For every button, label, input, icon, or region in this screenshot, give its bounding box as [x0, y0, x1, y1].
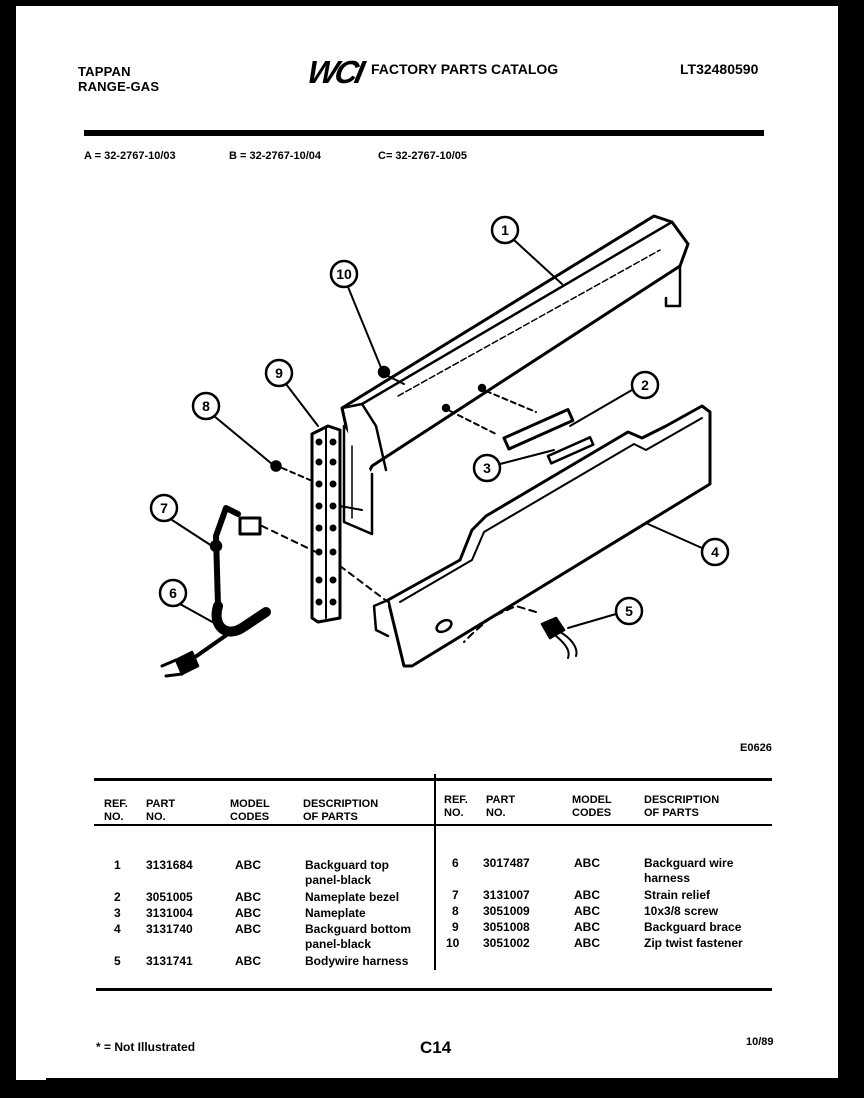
model-number: LT32480590: [680, 61, 759, 77]
part-bodywire-harness: [463, 605, 578, 659]
callout-1: 1: [501, 222, 509, 238]
catalog-title: FACTORY PARTS CATALOG: [371, 61, 559, 77]
header-rule: [84, 130, 764, 136]
exploded-parts-diagram: 1 10 2 3 4 5 9 8 7 6: [149, 214, 730, 678]
brand-block: TAPPAN RANGE-GAS: [78, 64, 159, 94]
callout-8: 8: [202, 398, 210, 414]
part-nameplate-bezel: [502, 408, 575, 451]
model-code-c: C= 32-2767-10/05: [378, 150, 467, 162]
callout-4: 4: [711, 544, 719, 560]
header-ref-right: REF.NO.: [444, 794, 468, 819]
callout-6: 6: [169, 585, 177, 601]
table-bottom-rule: [96, 988, 772, 991]
page-number: C14: [420, 1038, 452, 1057]
callout-2: 2: [641, 377, 649, 393]
callout-7: 7: [160, 500, 168, 516]
callout-9: 9: [275, 365, 283, 381]
product-category: RANGE-GAS: [78, 79, 160, 94]
catalog-date: 10/89: [746, 1036, 774, 1048]
callout-3: 3: [483, 460, 491, 476]
model-code-a: A = 32-2767-10/03: [84, 150, 176, 162]
table-column-separator: [434, 774, 436, 970]
part-screw: [270, 460, 282, 472]
footer-rule: [46, 1078, 838, 1082]
part-backguard-bottom-panel: [372, 404, 712, 668]
part-backguard-brace: [310, 424, 342, 624]
callouts: [149, 215, 730, 626]
catalog-page: TAPPAN RANGE-GAS WCI FACTORY PARTS CATAL…: [16, 6, 838, 1082]
model-code-b: B = 32-2767-10/04: [229, 150, 322, 162]
callout-10: 10: [336, 266, 352, 282]
part-backguard-wire-harness: [160, 505, 389, 678]
diagram-code: E0626: [740, 742, 772, 754]
callout-5: 5: [625, 603, 633, 619]
not-illustrated-note: * = Not Illustrated: [96, 1040, 196, 1054]
part-nameplate: [546, 436, 595, 465]
header-ref-left: REF.NO.: [104, 798, 128, 823]
brand-name: TAPPAN: [78, 64, 131, 79]
table-header-rule: [94, 824, 772, 826]
table-top-rule: [94, 778, 772, 781]
wci-logo: WCI: [304, 54, 366, 90]
